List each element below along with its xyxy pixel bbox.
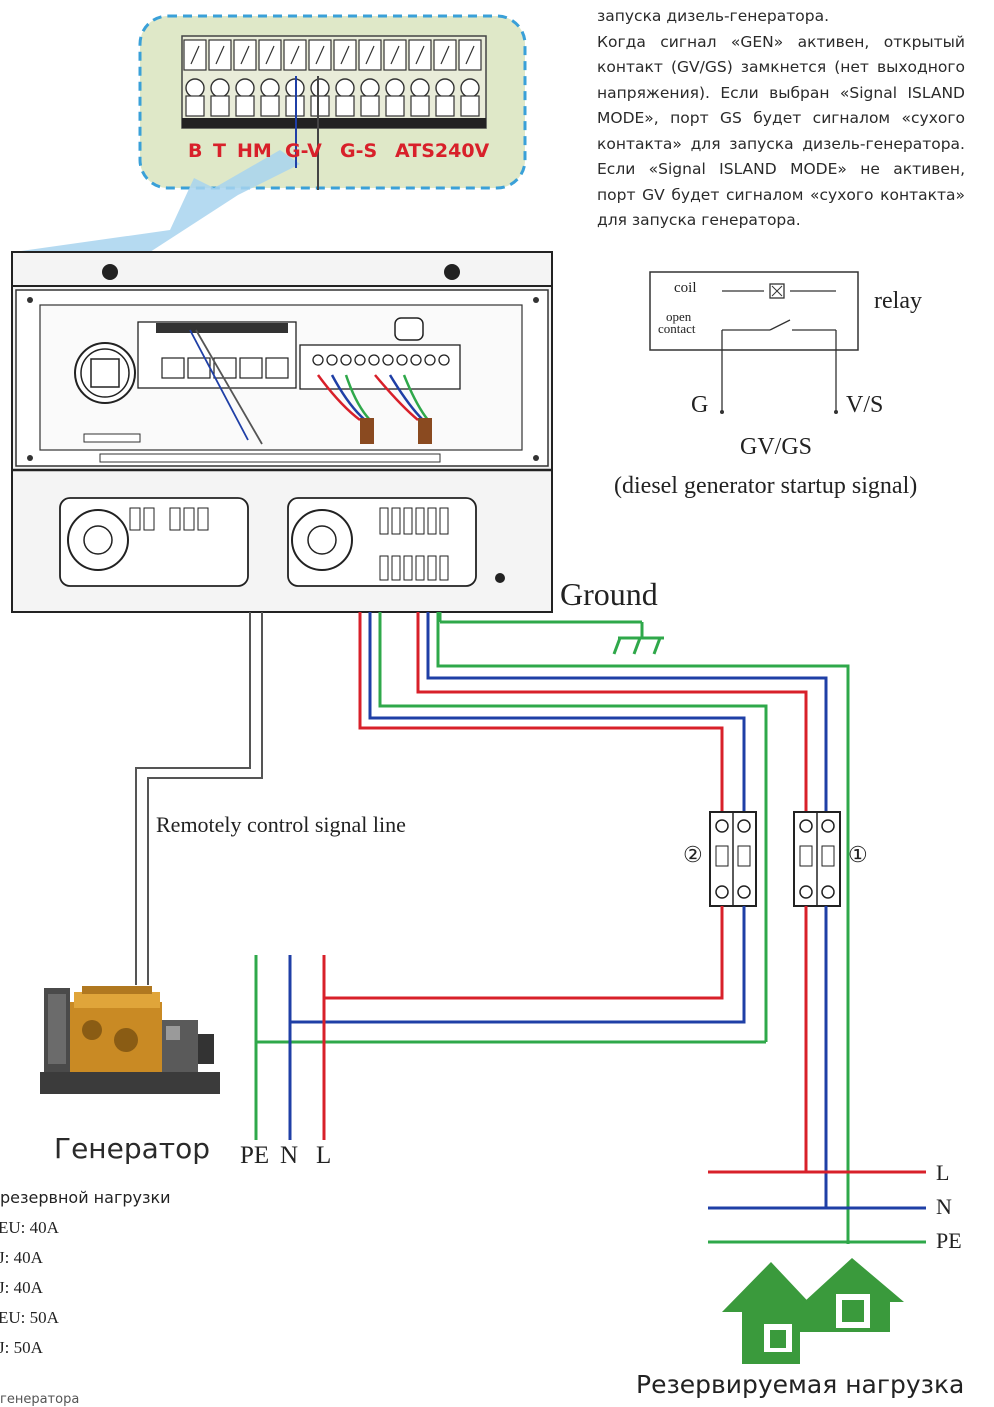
- backup-header: резервной нагрузки: [0, 1188, 171, 1207]
- spec-item: J: 40A: [0, 1278, 43, 1297]
- terminal-label-ats240v: ATS240V: [395, 140, 490, 162]
- relay-contact-label: contact: [658, 321, 696, 336]
- load-terminal-n: N: [936, 1194, 952, 1219]
- load-terminal-l: L: [936, 1160, 950, 1185]
- breaker-2-label: ②: [683, 842, 703, 867]
- breaker-1: [793, 811, 841, 907]
- description-text: запуска дизель-генератора. Когда сигнал …: [597, 4, 965, 234]
- terminal-label-t: T: [213, 140, 226, 162]
- terminal-callout: [138, 14, 527, 190]
- gen-terminal-l: L: [316, 1142, 332, 1169]
- gvgs-label: GV/GS: [740, 434, 813, 460]
- description-paragraph: Когда сигнал «GEN» активен, открытый кон…: [597, 32, 965, 230]
- bottom-cut-text: генератора: [0, 1392, 80, 1407]
- spec-item: J: 50A: [0, 1338, 43, 1357]
- generator-image: [40, 986, 220, 1094]
- breaker-2: [709, 811, 757, 907]
- gen-terminal-pe: PE: [240, 1142, 270, 1169]
- load-label: Резервируемая нагрузка: [636, 1370, 965, 1399]
- generator-label: Генератор: [54, 1132, 210, 1165]
- relay-diagram: [649, 271, 859, 414]
- breaker-1-label: ①: [848, 842, 868, 867]
- callout-arrow: [14, 150, 300, 252]
- spec-item: EU: 50A: [0, 1308, 59, 1327]
- ground-label: Ground: [560, 576, 658, 612]
- signal-line-label: Remotely control signal line: [156, 812, 406, 837]
- gen-terminal-n: N: [280, 1142, 299, 1169]
- spec-item: EU: 40A: [0, 1218, 59, 1237]
- load-terminal-pe: PE: [936, 1228, 962, 1253]
- relay-g-label: G: [691, 392, 709, 418]
- relay-open-label: open: [666, 309, 692, 324]
- inverter-unit: [11, 251, 553, 613]
- description-line1: запуска дизель-генератора.: [597, 7, 830, 25]
- terminal-label-gv: G-V: [285, 140, 322, 162]
- terminal-label-gs: G-S: [340, 140, 378, 162]
- spec-item: J: 40A: [0, 1248, 43, 1267]
- terminal-label-b: B: [188, 140, 203, 162]
- house-icon: [722, 1258, 904, 1364]
- relay-label: relay: [874, 288, 922, 314]
- relay-coil-label: coil: [674, 280, 697, 296]
- relay-caption: (diesel generator startup signal): [614, 473, 918, 499]
- terminal-label-hm: HM: [237, 140, 272, 162]
- relay-vs-label: V/S: [846, 392, 884, 418]
